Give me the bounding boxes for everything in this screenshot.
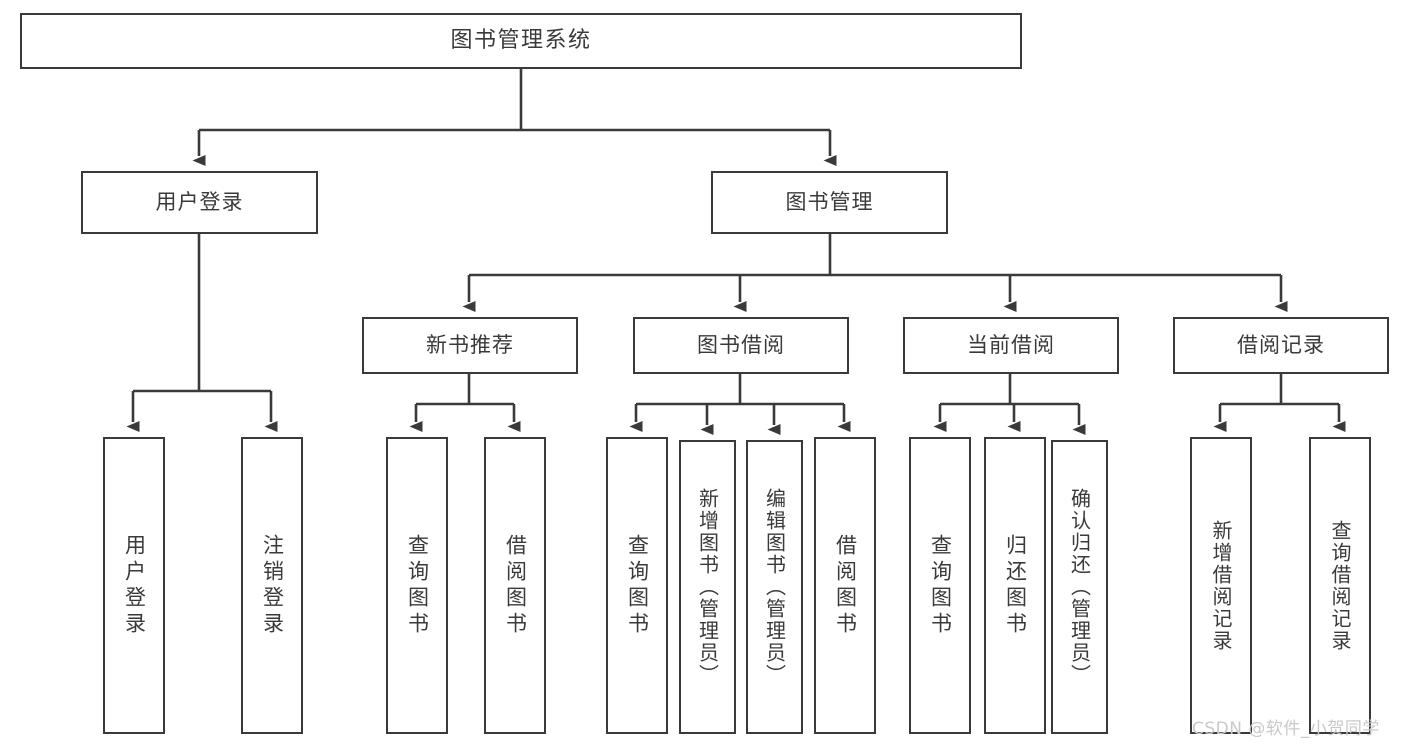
node-label: 查询图书 bbox=[625, 533, 650, 638]
node-label: 编辑图书（管理员） bbox=[762, 488, 787, 686]
leaf-query-book-current[interactable]: 查询图书 bbox=[909, 437, 971, 734]
csdn-watermark: CSDN @软件_小贺同学 bbox=[1192, 719, 1380, 739]
leaf-query-book-recommend[interactable]: 查询图书 bbox=[386, 437, 448, 734]
node-root-system[interactable]: 图书管理系统 bbox=[20, 13, 1022, 69]
node-label: 新书推荐 bbox=[426, 333, 514, 358]
leaf-add-borrow-record[interactable]: 新增借阅记录 bbox=[1190, 437, 1252, 734]
leaf-edit-book-admin[interactable]: 编辑图书（管理员） bbox=[746, 440, 803, 734]
node-label: 新增借阅记录 bbox=[1209, 519, 1233, 652]
leaf-logout[interactable]: 注销登录 bbox=[241, 437, 303, 734]
node-label: 当前借阅 bbox=[967, 333, 1055, 358]
leaf-return-book[interactable]: 归还图书 bbox=[984, 437, 1046, 734]
leaf-user-login[interactable]: 用户登录 bbox=[103, 437, 165, 734]
leaf-query-borrow-record[interactable]: 查询借阅记录 bbox=[1309, 437, 1371, 734]
node-new-book-recommend[interactable]: 新书推荐 bbox=[362, 317, 578, 374]
node-label: 归还图书 bbox=[1003, 533, 1028, 638]
node-label: 借阅记录 bbox=[1237, 333, 1325, 358]
leaf-confirm-return-admin[interactable]: 确认归还（管理员） bbox=[1051, 440, 1108, 734]
node-label: 图书管理 bbox=[785, 190, 874, 215]
node-label: 确认归还（管理员） bbox=[1067, 488, 1092, 686]
node-user-login[interactable]: 用户登录 bbox=[81, 171, 318, 234]
node-label: 查询图书 bbox=[405, 533, 430, 638]
node-label: 注销登录 bbox=[260, 533, 285, 638]
leaf-borrow-book[interactable]: 借阅图书 bbox=[814, 437, 876, 734]
node-label: 借阅图书 bbox=[833, 533, 858, 638]
node-borrow-record[interactable]: 借阅记录 bbox=[1173, 317, 1389, 374]
leaf-query-book-borrow[interactable]: 查询图书 bbox=[606, 437, 668, 734]
node-current-borrow[interactable]: 当前借阅 bbox=[903, 317, 1119, 374]
node-label: 查询图书 bbox=[928, 533, 953, 638]
node-label: 用户登录 bbox=[122, 533, 147, 638]
leaf-borrow-book-recommend[interactable]: 借阅图书 bbox=[484, 437, 546, 734]
node-label: 新增图书（管理员） bbox=[695, 488, 720, 686]
node-label: 图书借阅 bbox=[697, 333, 785, 358]
node-label: 查询借阅记录 bbox=[1328, 519, 1352, 652]
node-book-borrow[interactable]: 图书借阅 bbox=[633, 317, 849, 374]
node-label: 图书管理系统 bbox=[450, 28, 592, 54]
leaf-add-book-admin[interactable]: 新增图书（管理员） bbox=[679, 440, 736, 734]
node-label: 用户登录 bbox=[155, 190, 244, 215]
node-label: 借阅图书 bbox=[503, 533, 528, 638]
node-book-management[interactable]: 图书管理 bbox=[711, 171, 948, 234]
